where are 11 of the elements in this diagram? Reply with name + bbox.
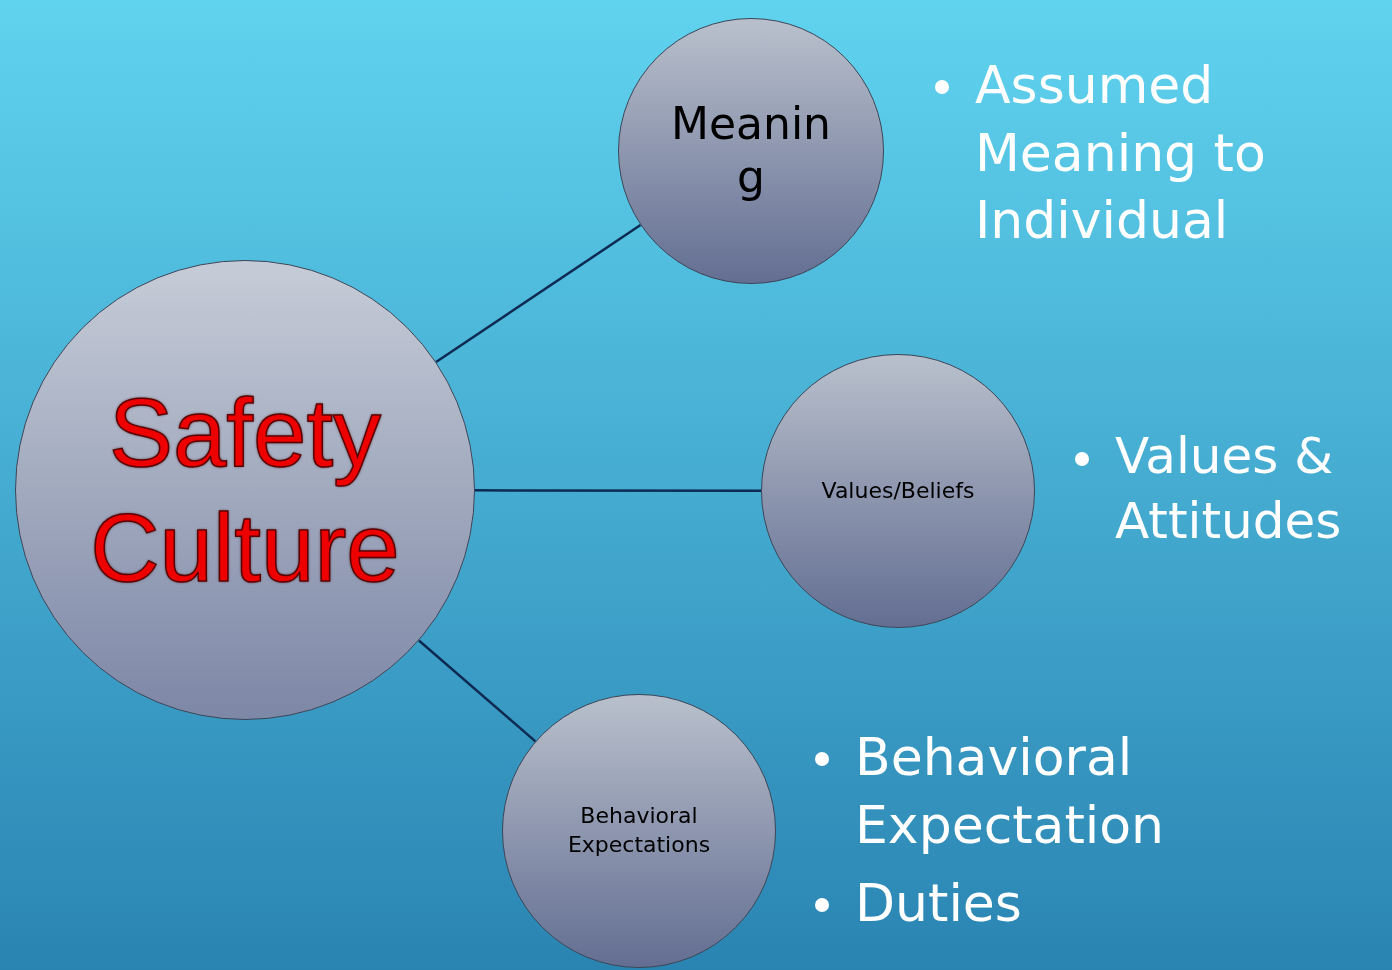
bullet-text: Duties	[855, 872, 1022, 935]
connector-line	[475, 489, 761, 493]
node-label: Safety Culture	[89, 377, 401, 603]
bullet-text: Behavioral Expectation	[855, 726, 1166, 857]
bullet-text: Assumed Meaning to Individual	[975, 54, 1267, 253]
node-label: Meaning	[670, 98, 832, 204]
node-label: Behavioral Expectations	[566, 802, 712, 859]
bullet-text: Values & Attitudes	[1115, 426, 1343, 552]
connector-line	[418, 639, 537, 743]
node-label: Values/Beliefs	[820, 477, 976, 505]
connector-line	[435, 224, 642, 363]
